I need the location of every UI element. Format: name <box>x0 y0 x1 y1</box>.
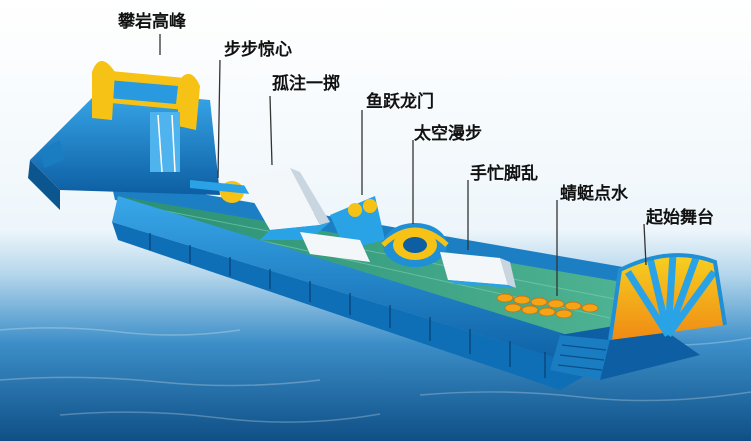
leader-lines <box>159 34 647 296</box>
start-stage-shell <box>550 253 727 380</box>
label-all-in: 孤注一掷 <box>272 74 340 94</box>
obstacle-steps <box>190 180 250 203</box>
obstacle-stepping-pads <box>496 293 599 319</box>
label-dragonfly: 蜻蜓点水 <box>560 184 628 204</box>
stage-steps <box>557 344 607 371</box>
label-step-scare: 步步惊心 <box>224 40 292 60</box>
climbing-wall-tower <box>28 61 220 210</box>
label-climb: 攀岩高峰 <box>118 12 186 32</box>
panel-dividers <box>149 233 546 378</box>
label-space-walk: 太空漫步 <box>414 124 482 144</box>
obstacle-dragon-gate <box>300 196 385 262</box>
obstacle-roller <box>381 223 449 267</box>
obstacle-block <box>440 252 516 288</box>
course-front-panels <box>112 222 595 390</box>
label-dance-stage: 起始舞台 <box>646 208 714 228</box>
course-front-rail <box>112 196 600 370</box>
label-busy-feet: 手忙脚乱 <box>470 164 538 184</box>
label-carp-leap: 鱼跃龙门 <box>366 92 434 112</box>
